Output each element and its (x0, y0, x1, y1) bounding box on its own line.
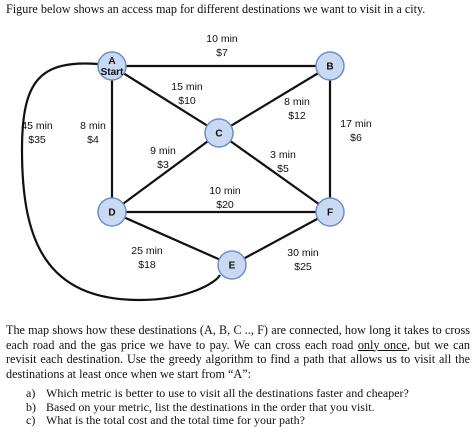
edge-a-c (111, 65, 220, 134)
node-f: F (315, 197, 345, 227)
problem-paragraph: The map shows how these destinations (A,… (6, 323, 470, 381)
edge-time-label: 9 min (150, 145, 176, 157)
question-letter: c) (26, 413, 36, 428)
question-text: What is the total cost and the total tim… (46, 413, 305, 428)
question-text: Based on your metric, list the destinati… (46, 399, 375, 414)
node-circle (97, 51, 127, 81)
edge-price-label: $5 (277, 163, 289, 175)
edge-c-b (218, 65, 331, 134)
edge-time-label: 3 min (270, 149, 296, 161)
edge-time-label: 15 min (171, 81, 203, 93)
node-circle (97, 197, 127, 227)
node-d: D (97, 197, 127, 227)
node-b: B (315, 51, 345, 81)
node-sublabel: Start (101, 67, 124, 78)
edge-time-label: 8 min (80, 120, 106, 132)
edge-time-label: 45 min (21, 120, 53, 132)
edge-time-label: 10 min (209, 185, 241, 197)
edge-time-label: 25 min (131, 245, 163, 257)
edge-price-label: $6 (350, 132, 362, 144)
question-list: a) Which metric is better to use to visit… (26, 386, 466, 428)
question-letter: b) (26, 399, 36, 414)
node-circle (315, 197, 345, 227)
edge-price-label: $18 (138, 259, 156, 271)
paragraph-text-before: The map shows how these destinations (A,… (6, 323, 470, 352)
node-label: F (327, 208, 333, 219)
edge-c-f (218, 132, 331, 213)
question-letter: a) (26, 386, 36, 400)
node-label: C (215, 129, 222, 140)
edge-time-label: 17 min (340, 118, 372, 130)
node-circle (217, 250, 247, 280)
edge-price-label: $20 (216, 199, 234, 211)
paragraph-text-after: , but we can revisit each destination. U… (6, 337, 470, 381)
edge-d-e (111, 210, 233, 267)
node-circle (204, 118, 234, 148)
edge-labels-layer: 10 min $7 15 min $10 8 min $12 45 min $35 8 min $… (21, 33, 372, 273)
edge-c-d (111, 132, 220, 213)
question-text: Which metric is better to use to visit a… (46, 386, 409, 400)
node-circle (315, 51, 345, 81)
node-label: D (108, 208, 115, 219)
edge-price-label: $25 (294, 261, 312, 273)
edge-price-label: $3 (157, 159, 169, 171)
edge-price-label: $10 (178, 95, 196, 107)
edge-time-label: 30 min (287, 247, 319, 259)
paragraph-underlined-text: only once (357, 337, 407, 352)
edge-time-label: 10 min (206, 33, 238, 45)
question-item: c) What is the total cost and the total t… (26, 413, 466, 428)
edges-layer (20, 62, 332, 302)
edge-time-label: 8 min (284, 96, 310, 108)
edge-e-f (231, 211, 331, 266)
edge-a-e (20, 62, 221, 302)
node-label: E (229, 261, 236, 272)
edge-price-label: $7 (216, 47, 228, 59)
question-item: a) Which metric is better to use to visit… (26, 386, 466, 401)
node-e: E (217, 250, 247, 280)
node-label: A (108, 56, 115, 67)
edge-price-label: $4 (87, 134, 99, 146)
intro-text: Figure below shows an access map for dif… (6, 2, 426, 16)
node-label: B (326, 62, 333, 73)
edge-price-label: $12 (288, 110, 306, 122)
question-item: b) Based on your metric, list the destina… (26, 399, 466, 415)
node-c: C (204, 118, 234, 148)
edge-price-label: $35 (28, 134, 46, 146)
access-map-diagram: 10 min $7 15 min $10 8 min $12 45 min $35 8 min $… (20, 33, 372, 302)
